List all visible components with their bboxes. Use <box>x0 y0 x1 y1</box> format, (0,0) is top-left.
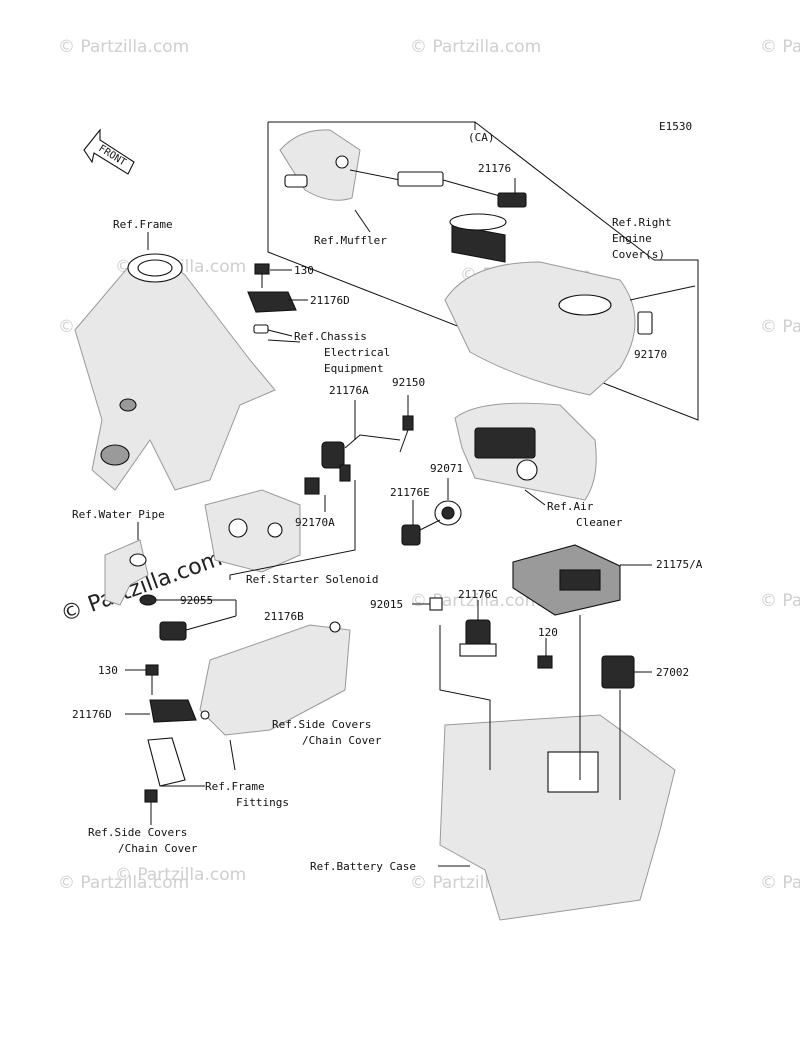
muffler-ref-part <box>279 129 507 263</box>
label-ref-water-pipe: Ref.Water Pipe <box>72 508 165 521</box>
label-ref-right-engine-cover: Engine <box>612 232 652 245</box>
label-92170: 92170 <box>634 348 667 361</box>
bolt-130-bottom <box>125 664 159 695</box>
clamp-92170a <box>304 464 351 512</box>
label-ref-right-engine-cover: Cover(s) <box>612 248 665 261</box>
label-ref-frame: Ref.Frame <box>113 218 173 231</box>
label-ref-chassis: Electrical <box>324 346 390 359</box>
label-27002: 27002 <box>656 666 689 679</box>
watermark-text: © Partzilla.com <box>760 317 800 337</box>
air-cleaner-ref-part <box>454 402 597 501</box>
label-ref-chassis: Ref.Chassis <box>294 330 367 343</box>
ca-label: (CA) <box>468 131 495 144</box>
figure-code: E1530 <box>659 120 692 133</box>
label-ref-side-covers-bottom: /Chain Cover <box>118 842 198 855</box>
bolt-120 <box>537 638 553 669</box>
battery-case-ref-part <box>439 615 676 921</box>
grommet-92071 <box>434 478 462 526</box>
label-ref-air-cleaner: Ref.Air <box>547 500 594 513</box>
watermark-text: © Partzilla.com <box>760 37 800 57</box>
watermark-text: © Partzilla.com <box>58 37 189 57</box>
water-pipe-ref-part <box>104 522 149 606</box>
watermark-text: © Partzilla.com <box>760 591 800 611</box>
label-21176: 21176 <box>478 162 511 175</box>
label-92015: 92015 <box>370 598 403 611</box>
label-ref-right-engine-cover: Ref.Right <box>612 216 672 229</box>
bracket-frame-fittings <box>144 737 205 825</box>
sensor-21176c <box>459 600 497 657</box>
frame-ref-part <box>74 253 276 491</box>
label-ref-side-covers: Ref.Side Covers <box>272 718 371 731</box>
watermark-text: © Partzilla.com <box>410 591 541 611</box>
sensor-21176d-bottom <box>125 699 197 723</box>
ecu-21175a <box>512 544 652 616</box>
label-21176a: 21176A <box>329 384 369 397</box>
sensor-21176d-top <box>247 291 297 334</box>
watermark-text: © Partzilla.com <box>58 873 189 893</box>
label-ref-chassis: Equipment <box>324 362 384 375</box>
label-92170a: 92170A <box>295 516 335 529</box>
watermark-text: © Partzilla.com <box>115 865 246 885</box>
front-arrow-icon: FRONT <box>83 128 135 175</box>
watermark-text: © Partzilla.com <box>410 37 541 57</box>
bolt-130-top <box>254 263 270 288</box>
sensor-21176e <box>401 500 441 546</box>
label-130-top: 130 <box>294 264 314 277</box>
relay-27002 <box>601 655 652 689</box>
label-21175a: 21175/A <box>656 558 703 571</box>
oring-92055 <box>139 594 176 606</box>
label-ref-frame-fittings: Fittings <box>236 796 289 809</box>
sensor-21176a <box>321 400 401 469</box>
ca-inset-box: (CA) <box>267 121 699 421</box>
label-ref-air-cleaner: Cleaner <box>576 516 623 529</box>
starter-solenoid-ref-part <box>204 489 301 573</box>
label-92071: 92071 <box>430 462 463 475</box>
label-21176c: 21176C <box>458 588 498 601</box>
label-ref-side-covers-bottom: Ref.Side Covers <box>88 826 187 839</box>
label-21176b: 21176B <box>264 610 304 623</box>
sensor-21176b <box>159 600 237 641</box>
bolt-92150 <box>399 395 414 453</box>
label-92150: 92150 <box>392 376 425 389</box>
watermark-text: © Partzilla.com <box>760 873 800 893</box>
label-ref-side-covers: /Chain Cover <box>302 734 382 747</box>
clip-92015 <box>412 597 443 611</box>
engine-cover-ref-part <box>444 261 696 396</box>
label-ref-battery-case: Ref.Battery Case <box>310 860 416 873</box>
label-ref-frame-fittings: Ref.Frame <box>205 780 265 793</box>
label-21176e: 21176E <box>390 486 430 499</box>
label-130-bottom: 130 <box>98 664 118 677</box>
label-21176d-bottom: 21176D <box>72 708 112 721</box>
o2-sensor-21176 <box>349 169 527 208</box>
label-92055: 92055 <box>180 594 213 607</box>
label-120: 120 <box>538 626 558 639</box>
label-ref-muffler: Ref.Muffler <box>314 234 387 247</box>
side-cover-ref-part <box>199 621 351 736</box>
label-21176d-top: 21176D <box>310 294 350 307</box>
label-ref-starter-solenoid: Ref.Starter Solenoid <box>246 573 378 586</box>
